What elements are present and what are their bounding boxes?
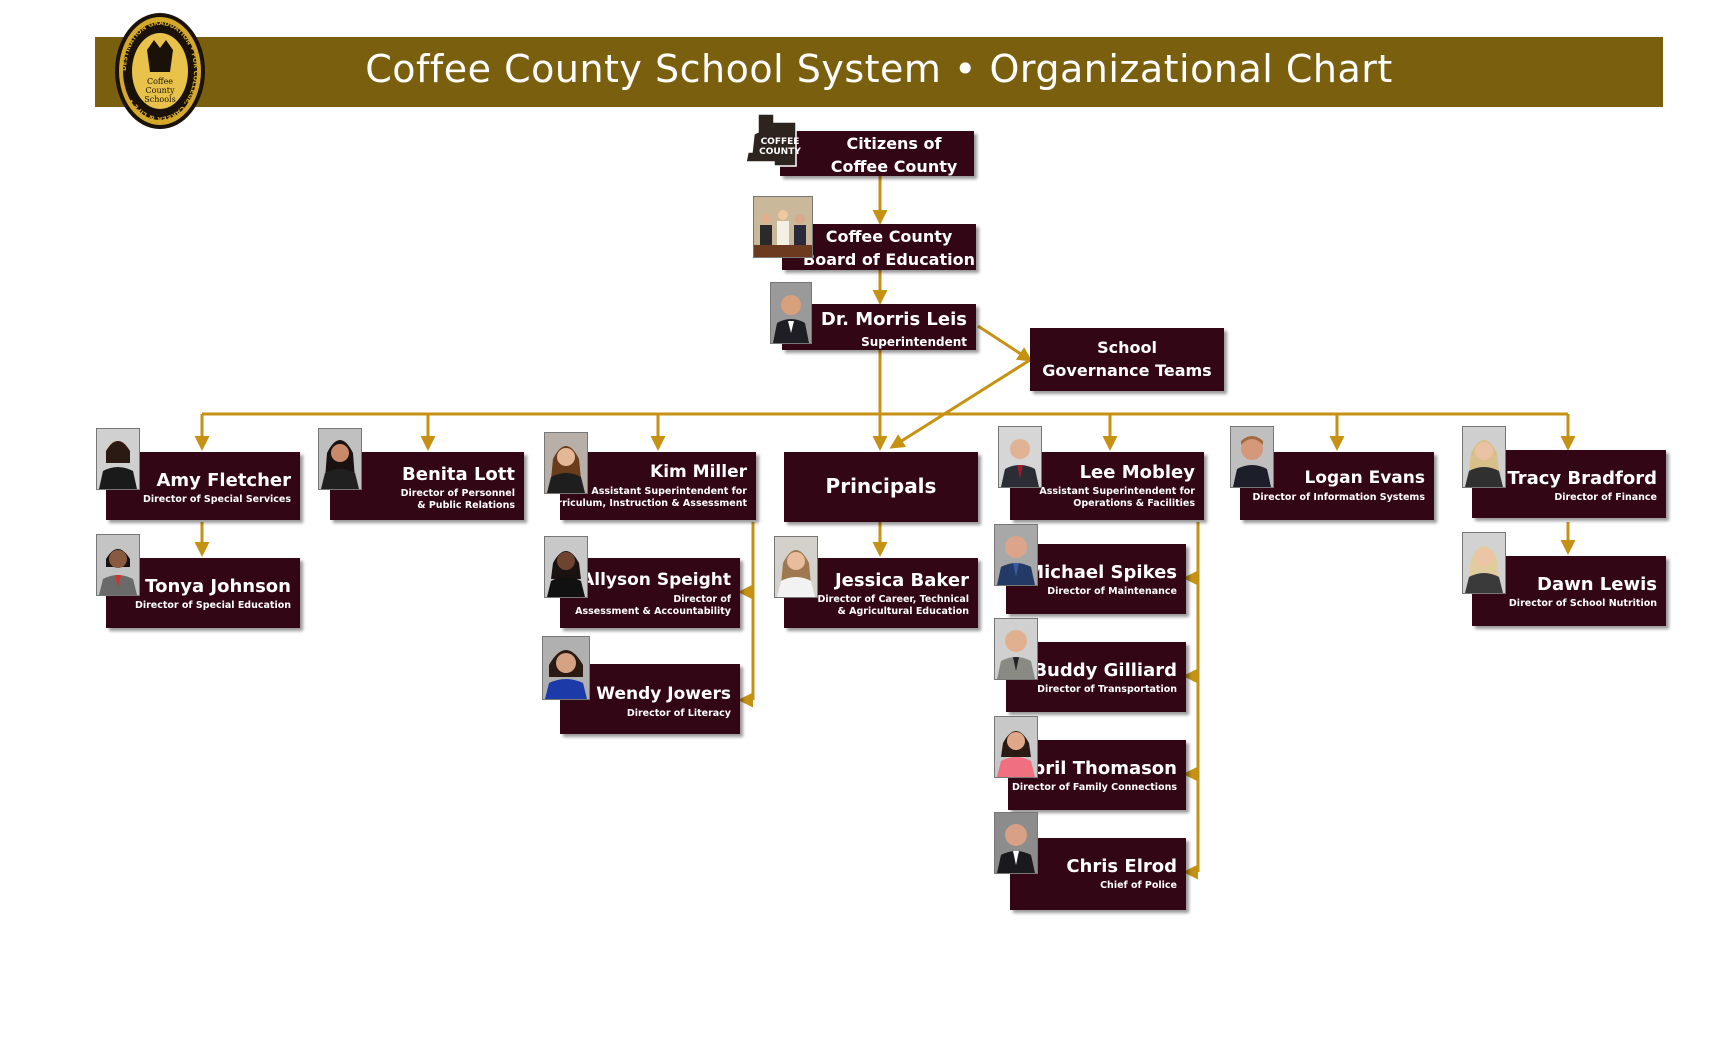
county-badge-line-2: COUNTY: [759, 147, 801, 157]
tracy-bradford-name: Tracy Bradford: [1507, 468, 1657, 489]
buddy-gilliard-name: Buddy Gilliard: [1033, 660, 1177, 681]
board-label: Coffee County Board of Education: [803, 227, 975, 269]
citizens-label: Citizens of Coffee County: [830, 134, 958, 176]
benita-lott-name: Benita Lott: [402, 464, 515, 485]
buddy-gilliard-title: Director of Transportation: [1037, 684, 1177, 695]
wendy-jowers-box: Wendy Jowers Director of Literacy: [560, 664, 740, 734]
page-title: Coffee County School System • Organizati…: [365, 47, 1393, 91]
april-thomason-title: Director of Family Connections: [1011, 782, 1177, 793]
county-badge-line-1: COFFEE: [761, 137, 800, 147]
amy-fletcher-name: Amy Fletcher: [156, 470, 291, 491]
dawn-lewis-photo: [1462, 532, 1506, 594]
logan-evans-title: Director of Information Systems: [1252, 492, 1425, 503]
superintendent-name: Dr. Morris Leis: [820, 309, 967, 330]
county-map-icon: COFFEE COUNTY: [745, 113, 801, 167]
benita-lott-photo: [318, 428, 362, 490]
jessica-baker-photo: [774, 536, 818, 598]
governance-label: School Governance Teams: [1042, 338, 1212, 380]
tracy-bradford-title: Director of Finance: [1554, 492, 1657, 503]
tracy-bradford-photo: [1462, 426, 1506, 488]
tonya-johnson-title: Director of Special Education: [134, 600, 291, 611]
lee-mobley-title: Assistant Superintendent for Operations …: [1039, 486, 1195, 509]
wendy-jowers-title: Director of Literacy: [626, 708, 731, 719]
logan-evans-name: Logan Evans: [1304, 468, 1425, 488]
wendy-jowers-photo: [542, 636, 590, 700]
morris-leis-photo: [770, 282, 812, 344]
superintendent-box: Dr. Morris Leis Superintendent: [782, 304, 976, 350]
lee-mobley-name: Lee Mobley: [1079, 462, 1195, 483]
april-thomason-photo: [994, 716, 1038, 778]
allyson-speight-name: Allyson Speight: [581, 570, 731, 590]
kim-miller-photo: [544, 432, 588, 494]
wendy-jowers-name: Wendy Jowers: [596, 684, 731, 704]
michael-spikes-photo: [994, 524, 1038, 586]
jessica-baker-name: Jessica Baker: [834, 570, 969, 591]
board-group-photo: [753, 196, 813, 258]
principals-box: Principals: [784, 452, 978, 522]
april-thomason-name: April Thomason: [1018, 758, 1177, 779]
principals-label: Principals: [825, 474, 937, 498]
allyson-speight-photo: [544, 536, 588, 598]
logo-line-3: Schools: [144, 95, 175, 104]
lee-mobley-box: Lee Mobley Assistant Superintendent for …: [1010, 452, 1204, 520]
amy-fletcher-title: Director of Special Services: [142, 494, 291, 505]
board-of-education-box: Coffee County Board of Education: [782, 224, 976, 270]
kim-miller-title: Assistant Superintendent for Curriculum,…: [543, 486, 747, 509]
amy-fletcher-photo: [96, 428, 140, 490]
tonya-johnson-name: Dr. Tonya Johnson: [110, 576, 291, 597]
dawn-lewis-title: Director of School Nutrition: [1508, 598, 1657, 609]
tonya-johnson-photo: [96, 534, 140, 596]
chris-elrod-title: Chief of Police: [1100, 880, 1177, 891]
governance-teams-box: School Governance Teams: [1030, 328, 1224, 391]
michael-spikes-name: Michael Spikes: [1026, 562, 1177, 583]
logan-evans-photo: [1230, 426, 1274, 488]
logo-line-1: Coffee: [147, 77, 173, 86]
kim-miller-box: Kim Miller Assistant Superintendent for …: [544, 452, 756, 520]
kim-miller-name: Kim Miller: [650, 462, 747, 482]
michael-spikes-title: Director of Maintenance: [1047, 586, 1177, 597]
chris-elrod-box: Chris Elrod Chief of Police: [1010, 838, 1186, 910]
jessica-baker-title: Director of Career, Technical & Agricult…: [817, 594, 969, 617]
chris-elrod-photo: [994, 812, 1038, 874]
allyson-speight-title: Director of Assessment & Accountability: [575, 594, 731, 617]
lee-mobley-photo: [998, 426, 1042, 488]
citizens-box: Citizens of Coffee County: [780, 131, 974, 176]
dawn-lewis-name: Dawn Lewis: [1537, 574, 1657, 595]
allyson-speight-box: Allyson Speight Director of Assessment &…: [560, 558, 740, 628]
school-seal-logo: Coffee County Schools DESTINATION GRADUA…: [115, 13, 205, 129]
buddy-gilliard-photo: [994, 618, 1038, 680]
logo-line-2: County: [146, 86, 175, 95]
superintendent-title: Superintendent: [861, 335, 967, 349]
benita-lott-box: Benita Lott Director of Personnel & Publ…: [330, 452, 524, 520]
benita-lott-title: Director of Personnel & Public Relations: [400, 488, 515, 511]
chris-elrod-name: Chris Elrod: [1066, 856, 1177, 877]
title-banner: Coffee County School System • Organizati…: [95, 37, 1663, 107]
